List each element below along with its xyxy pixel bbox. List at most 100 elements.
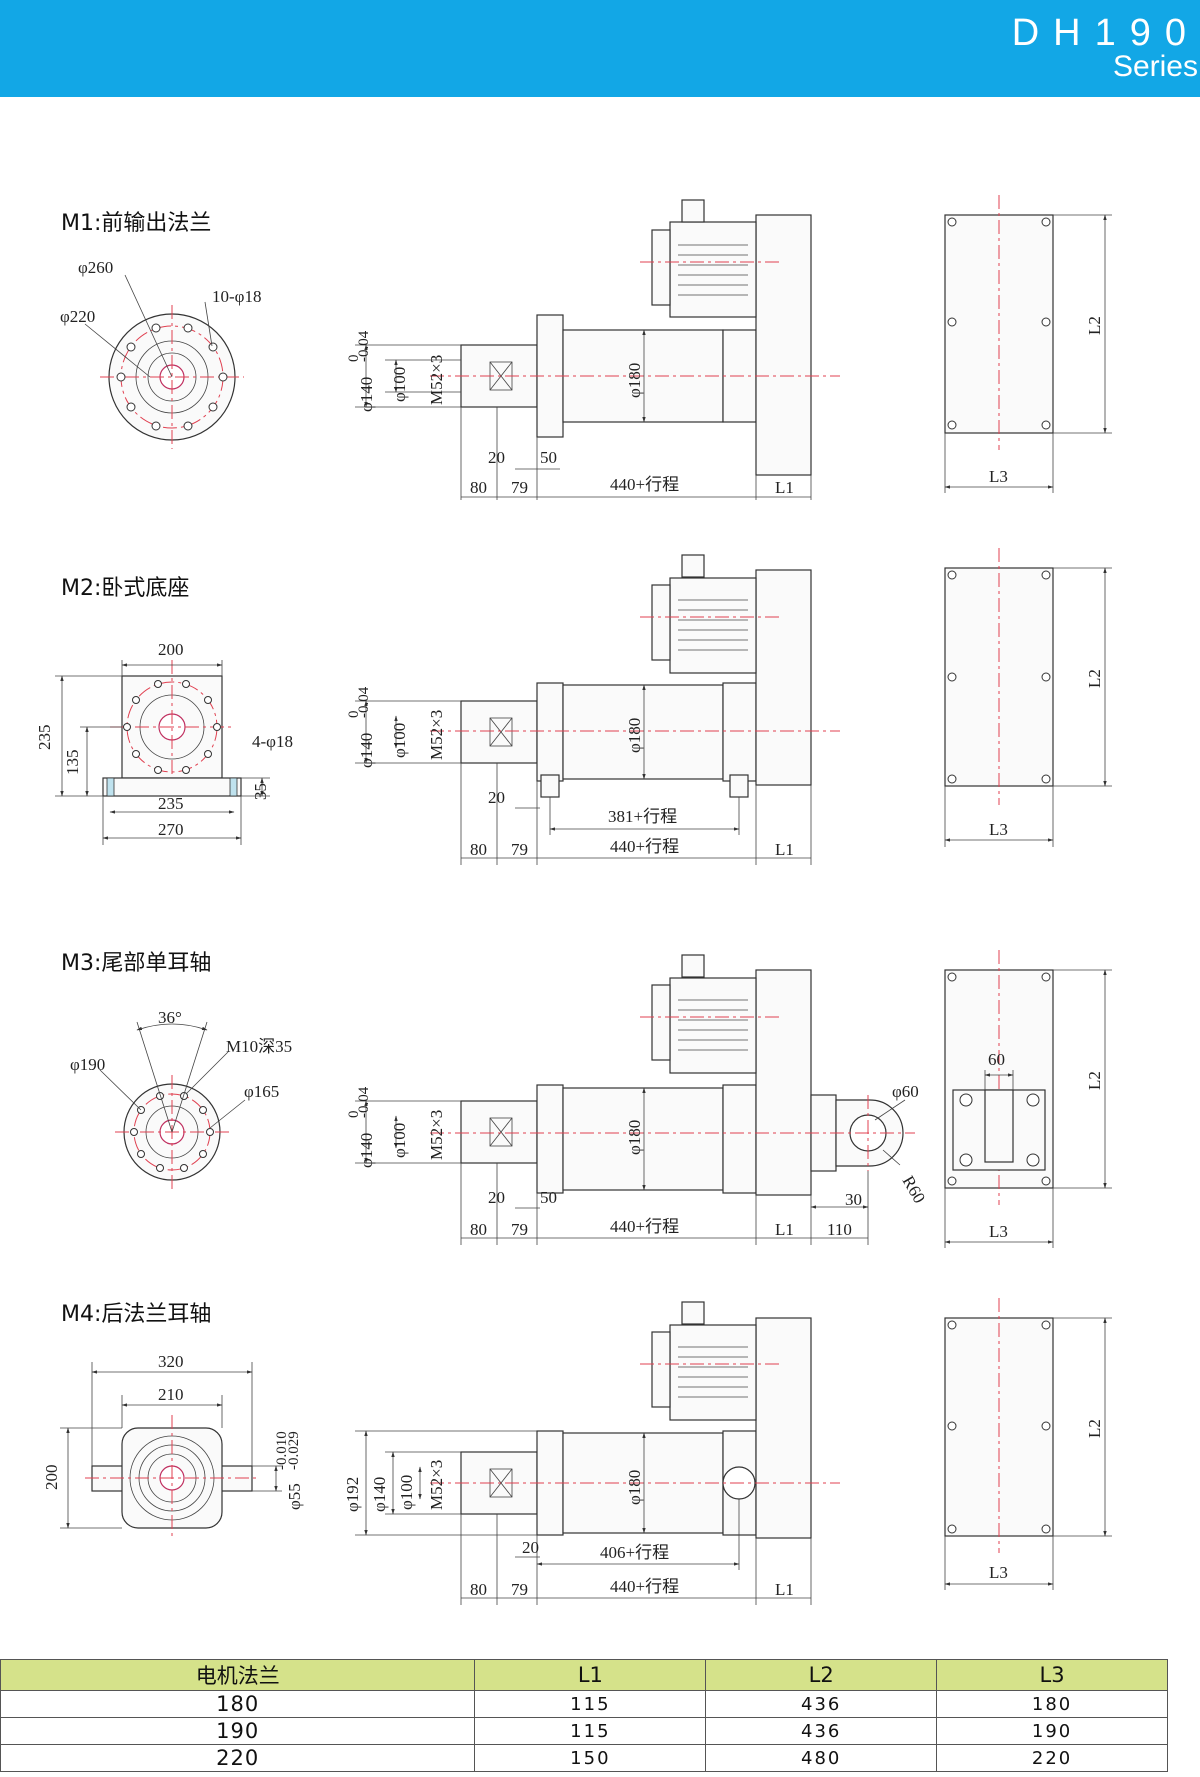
- m1-dim-d220: φ220: [60, 307, 95, 326]
- table-cell: 190: [0, 1717, 476, 1745]
- m1-flange-front-view: [84, 274, 244, 449]
- m2-side-view: [355, 554, 840, 865]
- m3-dim-l2: L2: [1085, 1071, 1104, 1090]
- m4-dim-d55-tol-up: -0.010: [274, 1431, 290, 1470]
- m2-dim-35: 35: [251, 783, 270, 800]
- m3-dim-79: 79: [511, 1220, 528, 1239]
- m3-dim-r60: R60: [899, 1173, 930, 1207]
- table-header-l3: L3: [936, 1659, 1168, 1691]
- m4-dim-thread: M52×3: [427, 1460, 446, 1510]
- m4-dim-l2: L2: [1085, 1419, 1104, 1438]
- m3-dim-d100: φ100: [390, 1123, 409, 1158]
- m4-dim-d55: φ55: [285, 1483, 304, 1510]
- table-header-motor-flange: 电机法兰: [0, 1659, 476, 1691]
- m1-dim-thread: M52×3: [427, 355, 446, 405]
- m3-dim-thread: M52×3: [427, 1110, 446, 1160]
- m2-dim-235-w: 235: [158, 794, 184, 813]
- section-title-m4: M4:后法兰耳轴: [61, 1302, 212, 1327]
- m2-dim-20: 20: [488, 788, 505, 807]
- m1-dim-d180: φ180: [625, 363, 644, 398]
- m3-dim-l3: L3: [989, 1222, 1008, 1241]
- series-header-banner: DH190 Series: [0, 0, 1200, 97]
- table-header-l1: L1: [474, 1659, 707, 1691]
- technical-drawing: φ260 φ220 10-φ18 φ140 0 -0.04 φ1: [35, 195, 1112, 1605]
- m3-dim-stroke: 440+行程: [610, 1217, 679, 1236]
- m2-dim-l2: L2: [1085, 669, 1104, 688]
- m3-rear-front-view: [99, 1021, 246, 1190]
- m4-top-view: [944, 1298, 1112, 1590]
- m2-dim-holes: 4-φ18: [252, 732, 293, 751]
- m2-top-view: [944, 548, 1112, 847]
- m3-dim-d165: φ165: [244, 1082, 279, 1101]
- series-code: DH190: [1011, 12, 1200, 54]
- m4-dim-d192: φ192: [343, 1477, 362, 1512]
- section-title-m1: M1:前输出法兰: [61, 211, 212, 236]
- table-cell: 150: [474, 1744, 707, 1772]
- m1-dim-80: 80: [470, 478, 487, 497]
- m2-dim-135: 135: [63, 750, 82, 776]
- m2-dim-d180: φ180: [625, 718, 644, 753]
- m2-dim-d140-tol-dn: -0.04: [356, 686, 372, 718]
- section-title-m2: M2:卧式底座: [61, 576, 190, 601]
- m2-dim-235-h: 235: [35, 725, 54, 751]
- m3-dim-w60: 60: [988, 1050, 1005, 1069]
- m4-dim-d180: φ180: [625, 1470, 644, 1505]
- m1-dim-50: 50: [540, 448, 557, 467]
- m2-dim-79: 79: [511, 840, 528, 859]
- table-cell: 436: [705, 1690, 938, 1718]
- table-row: 190 115 436 190: [0, 1717, 1168, 1745]
- m4-dim-20: 20: [522, 1538, 539, 1557]
- m3-dim-angle: 36°: [158, 1008, 182, 1027]
- m2-dim-stroke381: 381+行程: [608, 807, 677, 826]
- m2-dim-80: 80: [470, 840, 487, 859]
- table-header-l2: L2: [705, 1659, 938, 1691]
- m4-dim-79: 79: [511, 1580, 528, 1599]
- m3-dim-d140-tol-up: 0: [346, 1111, 362, 1119]
- m3-dim-d60: φ60: [892, 1082, 919, 1101]
- m4-dim-stroke406: 406+行程: [600, 1543, 669, 1562]
- m4-dim-l3: L3: [989, 1563, 1008, 1582]
- m1-dim-d100: φ100: [390, 367, 409, 402]
- table-cell: 220: [936, 1744, 1168, 1772]
- table-cell: 115: [474, 1690, 707, 1718]
- m1-dim-l2: L2: [1085, 316, 1104, 335]
- m4-dim-d140: φ140: [370, 1477, 389, 1512]
- series-word: Series: [1112, 50, 1198, 83]
- m1-dim-l1: L1: [775, 478, 794, 497]
- m2-dim-270: 270: [158, 820, 184, 839]
- m3-top-view: [944, 950, 1112, 1248]
- m1-dim-d260: φ260: [78, 258, 113, 277]
- m2-dim-l1: L1: [775, 840, 794, 859]
- table-row: 220 150 480 220: [0, 1744, 1168, 1772]
- m4-dim-80: 80: [470, 1580, 487, 1599]
- m1-dim-d140: φ140: [357, 377, 376, 412]
- m4-dim-d100: φ100: [397, 1475, 416, 1510]
- m3-dim-80: 80: [470, 1220, 487, 1239]
- dimension-table: 电机法兰 L1 L2 L3 180 115 436 180 190 115 43…: [0, 1659, 1168, 1772]
- m3-dim-50: 50: [540, 1188, 557, 1207]
- table-header-row: 电机法兰 L1 L2 L3: [0, 1659, 1168, 1691]
- m3-dim-20: 20: [488, 1188, 505, 1207]
- table-cell: 180: [0, 1690, 476, 1718]
- m1-dim-l3: L3: [989, 467, 1008, 486]
- m2-dim-l3: L3: [989, 820, 1008, 839]
- m4-dim-l1: L1: [775, 1580, 794, 1599]
- table-cell: 436: [705, 1717, 938, 1745]
- m3-dim-d140-tol-dn: -0.04: [356, 1086, 372, 1118]
- table-cell: 190: [936, 1717, 1168, 1745]
- m3-dim-d180: φ180: [625, 1120, 644, 1155]
- m3-dim-d190: φ190: [70, 1055, 105, 1074]
- m4-dim-320: 320: [158, 1352, 184, 1371]
- m4-dim-200: 200: [42, 1465, 61, 1491]
- table-cell: 220: [0, 1744, 476, 1772]
- m2-dim-200: 200: [158, 640, 184, 659]
- m4-dim-210: 210: [158, 1385, 184, 1404]
- m2-dim-d140-tol-up: 0: [346, 711, 362, 719]
- m1-dim-d140-tol-up: 0: [346, 355, 362, 363]
- m3-dim-30: 30: [845, 1190, 862, 1209]
- table-cell: 180: [936, 1690, 1168, 1718]
- m3-dim-tap: M10深35: [226, 1037, 292, 1056]
- m1-dim-stroke: 440+行程: [610, 475, 679, 494]
- m1-top-view: [944, 195, 1112, 493]
- m3-dim-d140: φ140: [357, 1133, 376, 1168]
